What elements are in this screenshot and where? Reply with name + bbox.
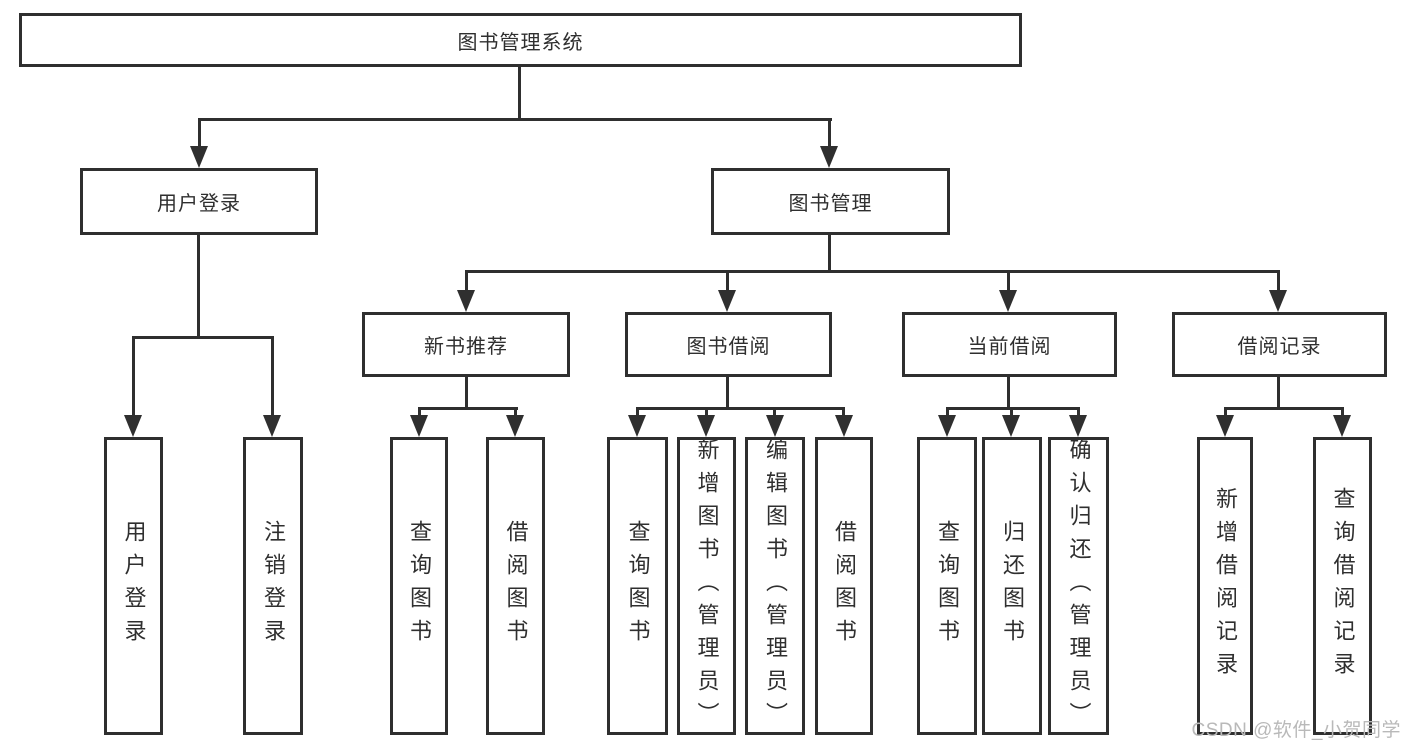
leaf-logout-label: 注销登录 [261, 520, 286, 652]
connector-line [514, 407, 517, 417]
connector-line [198, 118, 201, 148]
leaf-edit-book-admin: 编辑图书（管理员） [745, 437, 805, 735]
connector-line [1341, 407, 1344, 417]
node-book-borrowing-label: 图书借阅 [686, 336, 771, 358]
connector-line [1077, 407, 1080, 417]
connector-arrowhead [820, 146, 838, 168]
connector-arrowhead [1002, 415, 1020, 437]
connector-line [1010, 407, 1013, 417]
connector-line [1224, 407, 1343, 410]
connector-arrowhead [457, 290, 475, 312]
leaf-add-book-admin-label: 新增图书（管理员） [694, 437, 720, 735]
leaf-query-books-2-label: 查询图书 [625, 520, 651, 652]
watermark: CSDN @软件_小贺同学 [1191, 720, 1401, 741]
connector-line [1007, 377, 1010, 407]
connector-arrowhead [263, 415, 281, 437]
node-user-login: 用户登录 [80, 168, 318, 235]
node-book-management: 图书管理 [711, 168, 950, 235]
leaf-confirm-return-admin: 确认归还（管理员） [1048, 437, 1109, 735]
leaf-return-books-label: 归还图书 [1000, 520, 1025, 652]
node-user-login-label: 用户登录 [157, 193, 241, 215]
connector-arrowhead [190, 146, 208, 168]
leaf-borrow-books-2: 借阅图书 [815, 437, 873, 735]
connector-arrowhead [938, 415, 956, 437]
leaf-borrow-books-1: 借阅图书 [486, 437, 545, 735]
node-borrowing-records: 借阅记录 [1172, 312, 1387, 377]
connector-line [199, 118, 832, 121]
leaf-add-borrow-record-label: 新增借阅记录 [1213, 487, 1238, 685]
leaf-add-book-admin: 新增图书（管理员） [677, 437, 736, 735]
connector-line [418, 407, 518, 410]
leaf-query-borrow-record-label: 查询借阅记录 [1330, 487, 1356, 685]
leaf-query-borrow-record: 查询借阅记录 [1313, 437, 1372, 735]
connector-line [465, 377, 468, 407]
connector-arrowhead [506, 415, 524, 437]
connector-line [271, 336, 274, 417]
connector-arrowhead [410, 415, 428, 437]
connector-arrowhead [999, 290, 1017, 312]
connector-line [726, 377, 729, 407]
node-current-borrowing-label: 当前借阅 [967, 336, 1052, 358]
connector-arrowhead [1069, 415, 1087, 437]
connector-line [418, 407, 421, 417]
leaf-add-borrow-record: 新增借阅记录 [1197, 437, 1253, 735]
connector-line [828, 118, 831, 148]
connector-line [828, 235, 831, 270]
connector-arrowhead [697, 415, 715, 437]
leaf-query-books-2: 查询图书 [607, 437, 668, 735]
node-book-management-label: 图书管理 [788, 193, 873, 215]
leaf-query-books-3-label: 查询图书 [935, 520, 960, 652]
node-root-label: 图书管理系统 [457, 31, 584, 54]
leaf-user-login-label: 用户登录 [121, 520, 147, 652]
connector-arrowhead [1269, 290, 1287, 312]
connector-line [726, 270, 729, 292]
leaf-query-books-1-label: 查询图书 [407, 520, 432, 652]
connector-line [636, 407, 845, 410]
node-borrowing-records-label: 借阅记录 [1237, 336, 1322, 358]
connector-line [465, 270, 1280, 273]
connector-arrowhead [1216, 415, 1234, 437]
leaf-user-login: 用户登录 [104, 437, 163, 735]
connector-arrowhead [1333, 415, 1351, 437]
leaf-query-books-1: 查询图书 [390, 437, 448, 735]
connector-arrowhead [718, 290, 736, 312]
leaf-edit-book-admin-label: 编辑图书（管理员） [763, 437, 788, 735]
node-current-borrowing: 当前借阅 [902, 312, 1117, 377]
leaf-borrow-books-2-label: 借阅图书 [832, 520, 857, 652]
connector-arrowhead [628, 415, 646, 437]
node-root: 图书管理系统 [19, 13, 1022, 67]
connector-line [1224, 407, 1227, 417]
connector-line [1277, 377, 1280, 407]
connector-line [518, 67, 521, 118]
connector-line [197, 235, 200, 336]
node-new-book-recommend-label: 新书推荐 [424, 336, 508, 358]
leaf-confirm-return-admin-label: 确认归还（管理员） [1066, 437, 1092, 735]
node-book-borrowing: 图书借阅 [625, 312, 832, 377]
connector-arrowhead [835, 415, 853, 437]
node-new-book-recommend: 新书推荐 [362, 312, 570, 377]
leaf-return-books: 归还图书 [982, 437, 1042, 735]
connector-line [773, 407, 776, 417]
leaf-query-books-3: 查询图书 [917, 437, 977, 735]
connector-line [842, 407, 845, 417]
connector-line [1277, 270, 1280, 292]
connector-line [946, 407, 949, 417]
connector-arrowhead [124, 415, 142, 437]
leaf-logout: 注销登录 [243, 437, 303, 735]
connector-line [705, 407, 708, 417]
connector-line [636, 407, 639, 417]
connector-line [1007, 270, 1010, 292]
leaf-borrow-books-1-label: 借阅图书 [503, 520, 529, 652]
connector-line [132, 336, 274, 339]
connector-arrowhead [766, 415, 784, 437]
connector-line [132, 336, 135, 417]
connector-line [465, 270, 468, 292]
